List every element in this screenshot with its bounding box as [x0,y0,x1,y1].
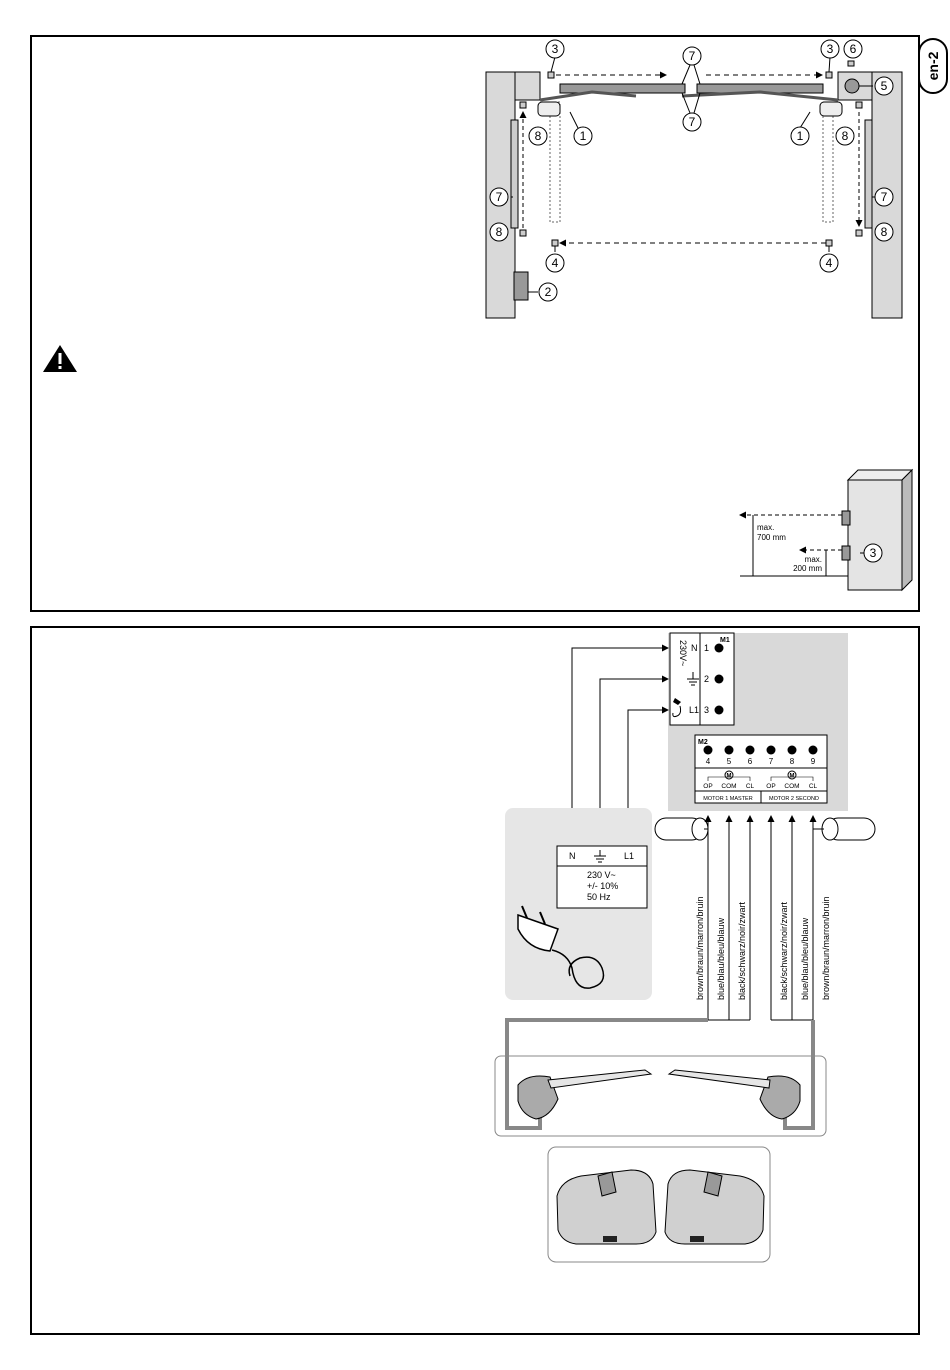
supply-wiring [571,644,669,846]
callout-label: 1 [797,129,804,143]
operator-cover-left [556,1169,657,1245]
terminal-number: 1 [704,643,709,653]
motor2-label: MOTOR 2 SECOND [769,796,819,802]
terminal-number: 2 [704,674,709,684]
warning-icon [43,345,77,372]
power-plug-icon [517,905,605,989]
motors-area [494,1055,827,1137]
motor-wiring [704,816,824,1021]
svg-text:M: M [790,774,795,780]
callout-label: 7 [496,190,503,204]
callout-label: 8 [496,225,503,239]
callout-label: 8 [535,129,542,143]
terminal-number: 7 [769,757,774,766]
wire-label: brown/braun/marron/bruin [821,896,831,1000]
plug-icon [672,698,682,718]
supply-tolerance: +/- 10% [587,881,618,891]
m1-terminal-block: M1 230V~ N L1 1 2 3 [669,632,735,726]
m1-n-label: N [691,643,698,653]
m1-voltage: 230V~ [678,640,688,666]
height-label: max. [805,555,822,564]
callout-label: 7 [689,115,696,129]
wire-label: blue/blau/bleu/blauw [716,917,726,1000]
terminal-number: 3 [704,705,709,715]
wire-labels: brown/braun/marron/bruin blue/blau/bleu/… [695,896,831,1000]
callout-label: 8 [881,225,888,239]
callout-label: 8 [842,129,849,143]
control-unit [513,271,529,301]
gate-operator-left [517,1069,653,1120]
height-label: max. [757,523,774,532]
wiring-figure-panel [30,626,920,1335]
supply-voltage: 230 V~ [587,870,616,880]
ground-icon [687,672,699,686]
motor-cables [505,1018,815,1130]
covers-area [547,1146,771,1263]
supply-l1: L1 [624,851,634,861]
height-label: 700 mm [757,533,786,542]
terminal-function: OP [703,783,712,790]
callout-label: 5 [881,79,888,93]
callout-label: 4 [552,256,559,270]
wire-label: brown/braun/marron/bruin [695,896,705,1000]
callout-label: 3 [552,42,559,56]
gate-operator-right [667,1069,801,1120]
motor1-label: MOTOR 1 MASTER [703,796,752,802]
installation-figure-panel [30,35,920,612]
callout-label: 7 [881,190,888,204]
terminal-function: CL [809,783,818,790]
photocell-height-detail: 3 max. 700 mm max. 200 mm [739,468,914,592]
power-supply-label: N L1 230 V~ +/- 10% 50 Hz [556,845,648,909]
flashing-light [844,78,860,94]
callout-label: 6 [850,42,857,56]
m1-l1-label: L1 [689,705,699,715]
terminal-number: 9 [811,757,816,766]
height-label: 200 mm [793,564,822,573]
terminal-number: 4 [706,757,711,766]
callout-markers: 3 3 6 7 7 5 8 1 1 8 7 7 8 8 4 4 2 [489,39,894,302]
terminal-number: 8 [790,757,795,766]
wire-label: blue/blau/bleu/blauw [800,917,810,1000]
svg-text:M: M [727,774,732,780]
operator-cover-right [664,1169,765,1245]
wire-label: black/schwarz/noir/zwart [779,901,789,1000]
left-leaf [559,83,686,94]
m1-title: M1 [720,637,730,644]
callout-label: 3 [827,42,834,56]
callout-label: 1 [580,129,587,143]
terminal-function: COM [784,783,799,790]
wire-label: black/schwarz/noir/zwart [737,901,747,1000]
callout-label: 3 [870,546,877,560]
callout-label: 7 [689,49,696,63]
gate-plan-diagram [485,56,903,319]
terminal-function: CL [746,783,755,790]
terminal-number: 5 [727,757,732,766]
m2-title: M2 [698,739,708,746]
terminal-function: COM [721,783,736,790]
callout-label: 2 [545,285,552,299]
cable-glands [654,817,876,841]
m2-terminal-block: M2 4 5 6 7 8 9 M M OP COM CL OP COM CL [694,734,828,804]
supply-frequency: 50 Hz [587,892,611,902]
ground-icon [594,850,606,863]
page-number-tab: en-2 [918,38,948,94]
terminal-number: 6 [748,757,753,766]
terminal-function: OP [766,783,775,790]
supply-n: N [569,851,576,861]
callout-label: 4 [826,256,833,270]
